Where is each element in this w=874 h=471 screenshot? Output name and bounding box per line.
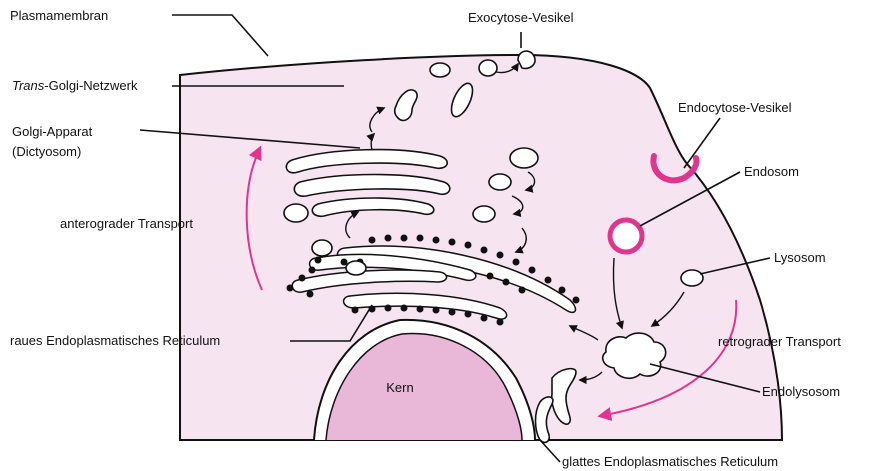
label-endolysosom: Endolysosom [762,384,840,399]
label-golgi-line1: Golgi-Apparat [12,124,93,139]
label-exocytose: Exocytose-Vesikel [468,10,574,25]
lysosome [681,270,703,286]
endosome [610,220,642,252]
label-endosom: Endosom [744,164,799,179]
label-retrograd: retrograder Transport [718,334,841,349]
label-trans-golgi: Trans-Golgi-Netzwerk [12,78,138,93]
label-trans-golgi-italic: Trans [12,78,45,93]
label-lysosom: Lysosom [774,250,826,265]
label-endocytose: Endocytose-Vesikel [678,100,792,115]
label-glattes-er: glattes Endoplasmatisches Reticulum [562,454,778,469]
label-anterograd: anterograder Transport [60,216,193,231]
label-golgi-line2: (Dictyosom) [12,144,81,159]
label-kern: Kern [386,380,413,395]
label-raues-er: raues Endoplasmatisches Reticulum [10,333,220,348]
label-plasmamembran: Plasmamembran [10,8,108,23]
label-trans-golgi-rest: -Golgi-Netzwerk [44,78,138,93]
